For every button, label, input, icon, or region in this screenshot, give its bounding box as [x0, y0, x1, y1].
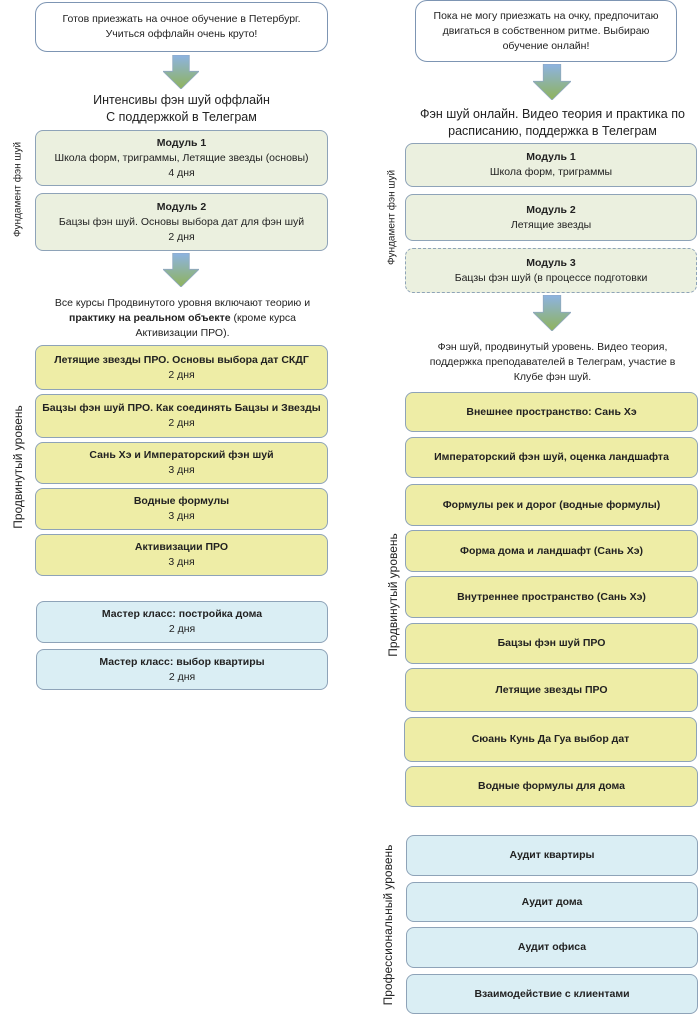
left-advanced-course-box-title: Активизации ПРО: [134, 541, 229, 553]
left-advanced-course-box-title: Сань Хэ и Императорский фэн шуй: [89, 449, 274, 461]
left-masterclass-box-title: Мастер класс: постройка дома: [101, 608, 263, 620]
left-module-box-duration: 4 дня: [168, 166, 195, 179]
right-professional-course-box: Аудит квартиры: [406, 835, 698, 876]
right-module-box-title: Модуль 3: [526, 256, 576, 269]
left-module-box: Модуль 1 Школа форм, триграммы, Летящие з…: [35, 130, 328, 186]
left-advanced-course-box-title: Водные формулы: [133, 495, 230, 507]
left-intro-text: Готов приезжать на очное обучение в Пете…: [62, 13, 301, 40]
right-heading-line1: Фэн шуй онлайн. Видео теория и практика …: [420, 107, 685, 121]
right-advanced-course-box: Летящие звезды ПРО: [405, 668, 698, 712]
down-arrow-icon: [533, 64, 571, 100]
left-advanced-course-box: Активизации ПРО 3 дня: [35, 534, 328, 576]
left-module-box-title: Модуль 2: [156, 200, 207, 213]
left-module-box-desc: Школа форм, триграммы, Летящие звезды (о…: [54, 151, 309, 164]
right-module-box-title: Модуль 1: [526, 151, 576, 163]
right-advanced-course-box: Внутреннее пространство (Сань Хэ): [405, 576, 698, 618]
right-advanced-course-box-title: Форма дома и ландшафт (Сань Хэ): [459, 544, 643, 557]
right-advanced-course-box-title: Сюань Кунь Да Гуа выбор дат: [471, 733, 630, 745]
left-module-box-duration: 2 дня: [168, 230, 195, 243]
left-masterclass-box: Мастер класс: постройка дома 2 дня: [36, 601, 328, 643]
left-intro-box: Готов приезжать на очное обучение в Пете…: [35, 2, 328, 52]
right-advanced-course-box: Внешнее пространство: Сань Хэ: [405, 392, 698, 432]
right-professional-course-box-title: Аудит офиса: [517, 941, 587, 953]
right-advanced-course-box: Форма дома и ландшафт (Сань Хэ): [405, 530, 698, 572]
left-advanced-course-box-duration: 3 дня: [168, 556, 195, 568]
right-advanced-course-box: Формулы рек и дорог (водные формулы): [405, 484, 698, 526]
right-module-box-desc: Летящие звезды: [510, 218, 592, 231]
right-intro-text: Пока не могу приезжать на очку, предпочи…: [433, 9, 659, 52]
left-module-box: Модуль 2 Бацзы фэн шуй. Основы выбора дат…: [35, 193, 328, 251]
left-module-box-desc: Бацзы фэн шуй. Основы выбора дат для фэн…: [58, 215, 305, 228]
left-masterclass-box: Мастер класс: выбор квартиры 2 дня: [36, 649, 328, 690]
left-advanced-course-box: Сань Хэ и Императорский фэн шуй 3 дня: [35, 442, 328, 484]
left-foundation-label: Фундамент фэн шуй: [12, 141, 24, 238]
left-advanced-label: Продвинутый уровень: [11, 405, 25, 529]
right-advanced-course-box-title: Внешнее пространство: Сань Хэ: [466, 405, 637, 418]
down-arrow-icon: [533, 295, 571, 331]
right-professional-course-box-title: Аудит дома: [521, 895, 583, 908]
note-text: Все курсы Продвинутого уровня включают т…: [54, 297, 311, 309]
right-module-box: Модуль 1 Школа форм, триграммы: [405, 143, 697, 187]
note-text: (кроме курса Активизации ПРО).: [135, 312, 297, 339]
right-advanced-course-box-title: Внутреннее пространство (Сань Хэ): [457, 590, 646, 603]
right-professional-course-box-title: Взаимодействие с клиентами: [474, 987, 630, 1000]
left-advanced-note: Все курсы Продвинутого уровня включают т…: [40, 296, 325, 341]
left-module-box-title: Модуль 1: [156, 136, 207, 149]
right-advanced-course-box: Императорский фэн шуй, оценка ландшафта: [405, 437, 698, 478]
left-advanced-course-box-title: Бацзы фэн шуй ПРО. Как соединять Бацзы и…: [42, 402, 321, 414]
right-advanced-course-box-title: Формулы рек и дорог (водные формулы): [442, 498, 661, 511]
left-advanced-course-box-duration: 2 дня: [168, 417, 195, 429]
right-advanced-course-box: Водные формулы для дома: [405, 766, 698, 807]
right-module-box-desc: Бацзы фэн шуй (в процессе подготовки: [454, 271, 648, 284]
right-intro-box: Пока не могу приезжать на очку, предпочи…: [415, 0, 677, 62]
right-module-box-title: Модуль 2: [526, 203, 576, 216]
left-heading-line1: Интенсивы фэн шуй оффлайн: [93, 93, 270, 107]
right-advanced-note: Фэн шуй, продвинутый уровень. Видео теор…: [429, 341, 676, 383]
left-heading: Интенсивы фэн шуй оффлайн С поддержкой в…: [35, 92, 328, 126]
right-foundation-label: Фундамент фэн шуй: [386, 169, 398, 266]
right-professional-course-box-title: Аудит квартиры: [509, 849, 595, 861]
down-arrow-icon: [163, 253, 199, 287]
left-advanced-course-box-title: Летящие звезды ПРО. Основы выбора дат СК…: [54, 353, 309, 366]
note-bold-text: практику на реальном объекте: [68, 312, 231, 324]
right-advanced-course-box-title: Водные формулы для дома: [478, 780, 625, 792]
right-professional-label: Профессиональный уровень: [381, 844, 395, 1006]
right-module-box: Модуль 3 Бацзы фэн шуй (в процессе подгот…: [405, 248, 697, 293]
right-advanced-course-box-title: Императорский фэн шуй, оценка ландшафта: [434, 451, 669, 463]
left-advanced-course-box: Бацзы фэн шуй ПРО. Как соединять Бацзы и…: [35, 394, 328, 438]
right-advanced-label: Продвинутый уровень: [386, 533, 400, 657]
left-advanced-course-box-duration: 3 дня: [168, 510, 195, 522]
right-advanced-course-box-title: Летящие звезды ПРО: [495, 683, 608, 696]
right-professional-course-box: Взаимодействие с клиентами: [406, 974, 698, 1014]
left-advanced-course-box-duration: 2 дня: [168, 368, 195, 381]
left-heading-line2: С поддержкой в Телеграм: [106, 110, 257, 124]
left-masterclass-box-duration: 2 дня: [168, 623, 196, 635]
left-masterclass-box-title: Мастер класс: выбор квартиры: [99, 655, 265, 668]
left-advanced-course-box: Летящие звезды ПРО. Основы выбора дат СК…: [35, 345, 328, 390]
down-arrow-icon: [163, 55, 199, 89]
right-advanced-course-box-title: Бацзы фэн шуй ПРО: [497, 637, 606, 649]
right-advanced-course-box: Сюань Кунь Да Гуа выбор дат: [404, 717, 697, 762]
right-professional-course-box: Аудит офиса: [406, 927, 698, 968]
left-masterclass-box-duration: 2 дня: [168, 670, 196, 683]
left-advanced-course-box: Водные формулы 3 дня: [35, 488, 328, 530]
right-professional-course-box: Аудит дома: [406, 882, 698, 922]
right-module-box-desc: Школа форм, триграммы: [489, 166, 613, 178]
right-advanced-course-box: Бацзы фэн шуй ПРО: [405, 623, 698, 664]
right-module-box: Модуль 2 Летящие звезды: [405, 194, 697, 241]
right-heading: Фэн шуй онлайн. Видео теория и практика …: [400, 106, 700, 140]
left-advanced-course-box-duration: 3 дня: [168, 464, 195, 476]
right-heading-line2: расписанию, поддержка в Телеграм: [448, 124, 657, 138]
